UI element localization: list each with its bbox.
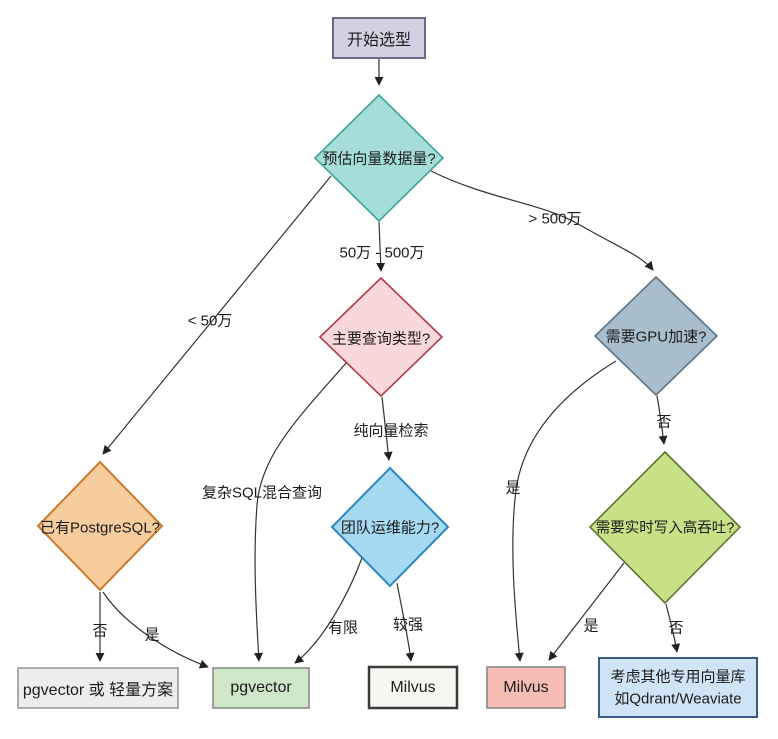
- edge-label-throughput-yes: 是: [583, 617, 599, 635]
- edge-gpu-to-milvus-gpu: [512, 360, 617, 662]
- throughput-decision-label: 需要实时写入高吞吐?: [595, 520, 735, 537]
- edge-label-mid-range: 50万 - 500万: [339, 244, 425, 262]
- edge-throughput-to-other-db: [665, 603, 681, 653]
- edge-label-throughput-no: 否: [668, 619, 684, 637]
- other-vector-db-result-shape: [598, 657, 758, 718]
- edge-ops-to-pgvector: [294, 557, 363, 664]
- edge-volume-to-query-type: [376, 221, 386, 272]
- edge-label-limited: 有限: [327, 619, 359, 637]
- edge-label-gpu-no: 否: [656, 413, 672, 431]
- volume-decision-shape: [313, 93, 445, 223]
- throughput-decision-shape: [588, 450, 742, 605]
- edge-query-type-to-pgvector: [254, 361, 348, 662]
- edge-query-type-to-ops: [381, 396, 393, 461]
- other-vector-db-result-label: 考虑其他专用向量库 如Qdrant/Weaviate: [610, 666, 745, 710]
- volume-decision-label: 预估向量数据量?: [322, 150, 436, 168]
- edge-ops-to-milvus: [396, 582, 415, 662]
- edge-volume-to-gpu: [430, 170, 654, 271]
- ops-capability-decision-label: 团队运维能力?: [340, 519, 440, 537]
- query-type-decision-label: 主要查询类型?: [331, 330, 431, 348]
- edge-label-gpu-yes: 是: [505, 479, 521, 497]
- milvus-gpu-result-label: Milvus: [503, 679, 549, 696]
- gpu-decision-shape: [593, 275, 719, 397]
- edge-throughput-to-milvus-gpu: [548, 562, 625, 661]
- edge-label-gt-500w: > 500万: [528, 210, 582, 228]
- query-type-decision-shape: [318, 276, 444, 398]
- pgvector-result-label: pgvector: [230, 679, 292, 696]
- postgresql-decision-label: 已有PostgreSQL?: [39, 519, 161, 537]
- ops-capability-decision-shape: [330, 466, 450, 588]
- milvus-result-shape: [367, 665, 459, 710]
- milvus-result-label: Milvus: [390, 679, 436, 696]
- edge-postgresql-to-pgvector: [102, 591, 209, 669]
- edge-label-strong: 较强: [392, 616, 424, 634]
- edge-label-pure-vector: 纯向量检索: [353, 422, 429, 440]
- edge-volume-to-postgresql: [102, 175, 332, 455]
- pgvector-result-shape: [212, 667, 310, 709]
- edge-label-postgresql-no: 否: [92, 622, 108, 640]
- edge-label-complex-sql: 复杂SQL混合查询: [201, 484, 323, 502]
- pgvector-light-result-label: pgvector 或 轻量方案: [22, 682, 174, 699]
- postgresql-decision-shape: [36, 460, 164, 592]
- pgvector-light-result-shape: [17, 667, 179, 709]
- edge-label-lt-50w: < 50万: [187, 312, 233, 330]
- milvus-gpu-result-shape: [486, 666, 566, 709]
- other-vector-db-line2: 如Qdrant/Weaviate: [614, 690, 742, 707]
- start-node-label: 开始选型: [346, 32, 412, 49]
- other-vector-db-line1: 考虑其他专用向量库: [610, 668, 746, 686]
- gpu-decision-label: 需要GPU加速?: [605, 328, 707, 346]
- edge-label-postgresql-yes: 是: [144, 626, 160, 644]
- start-node-shape: [332, 17, 426, 59]
- edge-gpu-to-throughput: [656, 395, 668, 445]
